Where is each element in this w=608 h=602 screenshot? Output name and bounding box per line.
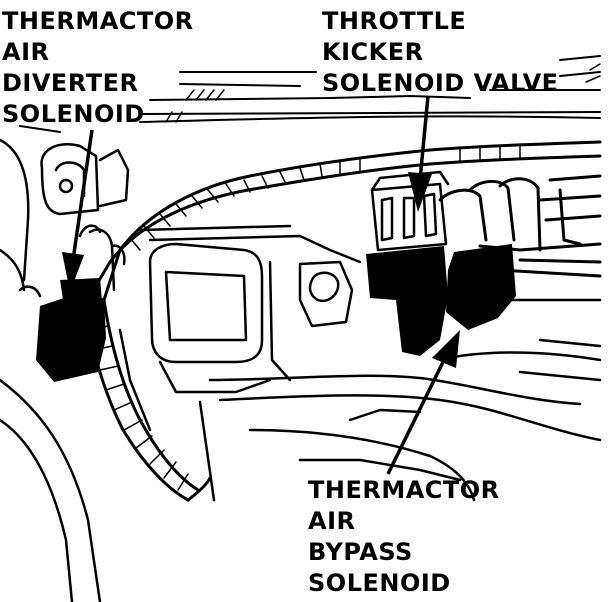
harness-ribs [89,145,521,491]
left-bracket [40,143,130,216]
label-line: THERMACTOR [2,7,194,35]
throttle-arrow [408,95,432,212]
label-throttle-kicker-solenoid-valve: THROTTLE KICKER SOLENOID VALVE [322,6,559,99]
label-line: KICKER [322,38,424,66]
panel-outline [138,224,362,394]
label-line: THROTTLE [322,7,467,35]
label-thermactor-air-bypass-solenoid: THERMACTOR AIR BYPASS SOLENOID [308,475,500,599]
diverter-hoses [18,224,126,298]
throttle-connector [370,170,450,252]
diverter-arrow [62,129,94,292]
throttle-kicker-solenoid [366,246,448,356]
label-line: DIVERTER [2,69,139,97]
diverter-solenoid [36,278,106,382]
left-bay-outline [0,138,152,602]
label-line: AIR [2,38,50,66]
hatch-marks [165,63,601,123]
lower-body-curves [198,298,602,502]
bypass-arrow [386,330,460,475]
bypass-solenoid [446,244,516,330]
right-tubing [438,174,602,278]
label-line: AIR [308,507,356,535]
label-line: THERMACTOR [308,476,500,504]
cowl-lines [19,55,601,133]
label-line: BYPASS [308,538,413,566]
label-line: SOLENOID VALVE [322,69,559,97]
label-thermactor-air-diverter-solenoid: THERMACTOR AIR DIVERTER SOLENOID [2,6,194,130]
wiring-harness [82,140,602,502]
leader-arrows [62,95,460,475]
label-line: SOLENOID [308,569,451,597]
label-line: SOLENOID [2,100,145,128]
